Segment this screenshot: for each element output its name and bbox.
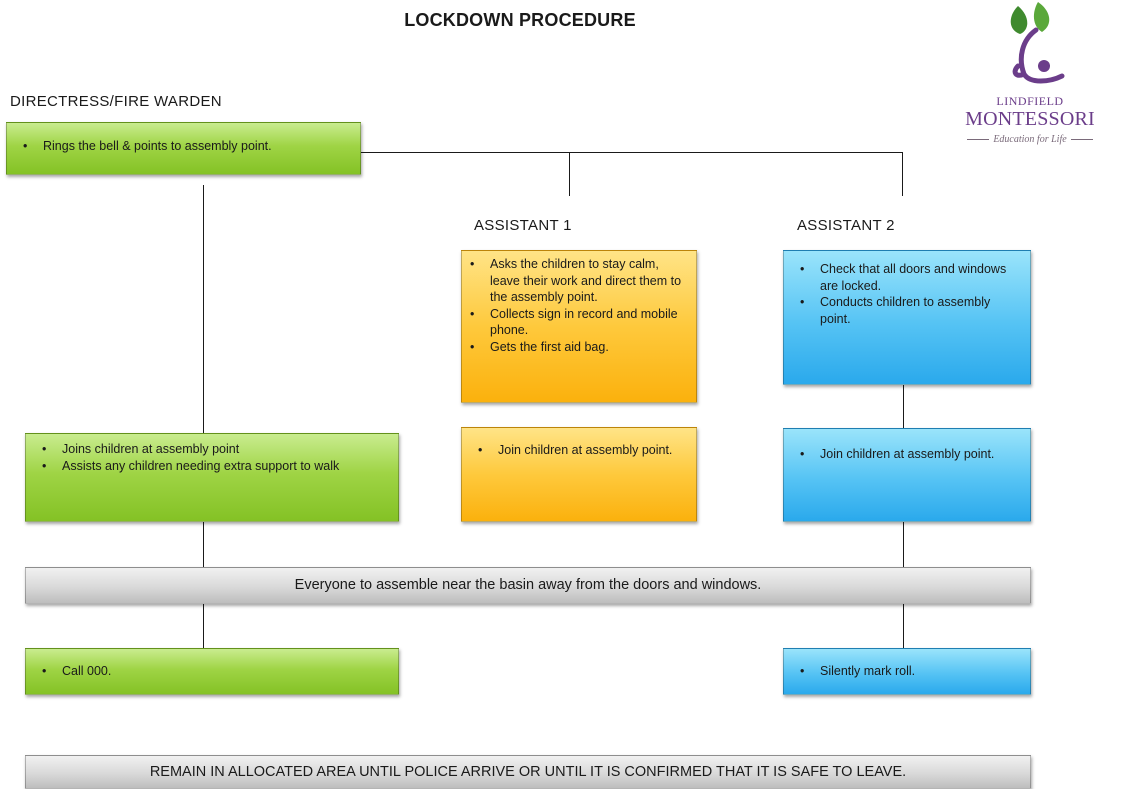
directress-box-middle: Joins children at assembly point Assists…	[25, 433, 399, 522]
role-label-assistant2: ASSISTANT 2	[797, 217, 895, 234]
connector-directress-to-banner	[203, 522, 204, 567]
connector-banner-to-roll	[903, 604, 904, 648]
list-item: Gets the first aid bag.	[470, 339, 686, 356]
connector-to-assistant2	[902, 152, 903, 196]
assistant1-top-list: Asks the children to stay calm, leave th…	[464, 256, 686, 355]
assistant2-middle-list: Join children at assembly point.	[794, 446, 1020, 463]
logo-tagline: Education for Life	[958, 134, 1102, 145]
remain-banner: REMAIN IN ALLOCATED AREA UNTIL POLICE AR…	[25, 755, 1031, 789]
connector-assistant2-to-banner	[903, 522, 904, 567]
page-title: LOCKDOWN PROCEDURE	[404, 10, 636, 30]
list-item: Joins children at assembly point	[42, 441, 388, 458]
list-item: Check that all doors and windows are loc…	[800, 261, 1020, 294]
connector-assistant2-down	[903, 385, 904, 428]
assistant1-box-middle: Join children at assembly point.	[461, 427, 697, 522]
logo-line2: MONTESSORI	[965, 108, 1095, 130]
list-item: Silently mark roll.	[800, 663, 1020, 680]
assistant2-box-middle: Join children at assembly point.	[783, 428, 1031, 522]
list-item: Join children at assembly point.	[800, 446, 1020, 463]
assemble-banner: Everyone to assemble near the basin away…	[25, 567, 1031, 604]
assistant2-bottom-list: Silently mark roll.	[794, 663, 1020, 680]
directress-bottom-list: Call 000.	[36, 663, 388, 680]
logo-emblem-icon	[1010, 2, 1065, 84]
role-label-assistant1: ASSISTANT 1	[474, 217, 572, 234]
list-item: Rings the bell & points to assembly poin…	[23, 138, 350, 155]
assistant1-box-top: Asks the children to stay calm, leave th…	[461, 250, 697, 403]
directress-top-list: Rings the bell & points to assembly poin…	[17, 138, 350, 155]
assistant2-top-list: Check that all doors and windows are loc…	[794, 261, 1020, 327]
list-item: Join children at assembly point.	[478, 442, 686, 459]
assistant2-box-bottom: Silently mark roll.	[783, 648, 1031, 695]
logo-tagline-text: Education for Life	[993, 134, 1067, 145]
school-logo: LINDFIELD MONTESSORI Education for Life	[958, 0, 1102, 160]
connector-to-assistant1	[569, 152, 570, 196]
list-item: Call 000.	[42, 663, 388, 680]
list-item: Conducts children to assembly point.	[800, 294, 1020, 327]
connector-banner-to-call	[203, 604, 204, 648]
list-item: Assists any children needing extra suppo…	[42, 458, 388, 475]
directress-middle-list: Joins children at assembly point Assists…	[36, 441, 388, 474]
list-item: Asks the children to stay calm, leave th…	[470, 256, 686, 306]
assistant2-box-top: Check that all doors and windows are loc…	[783, 250, 1031, 385]
connector-top-horizontal	[361, 152, 903, 153]
logo-line1: LINDFIELD	[996, 94, 1064, 108]
assistant1-middle-list: Join children at assembly point.	[472, 442, 686, 459]
connector-directress-down	[203, 185, 204, 433]
directress-box-top: Rings the bell & points to assembly poin…	[6, 122, 361, 175]
list-item: Collects sign in record and mobile phone…	[470, 306, 686, 339]
role-label-directress: DIRECTRESS/FIRE WARDEN	[10, 93, 222, 110]
directress-box-bottom: Call 000.	[25, 648, 399, 695]
